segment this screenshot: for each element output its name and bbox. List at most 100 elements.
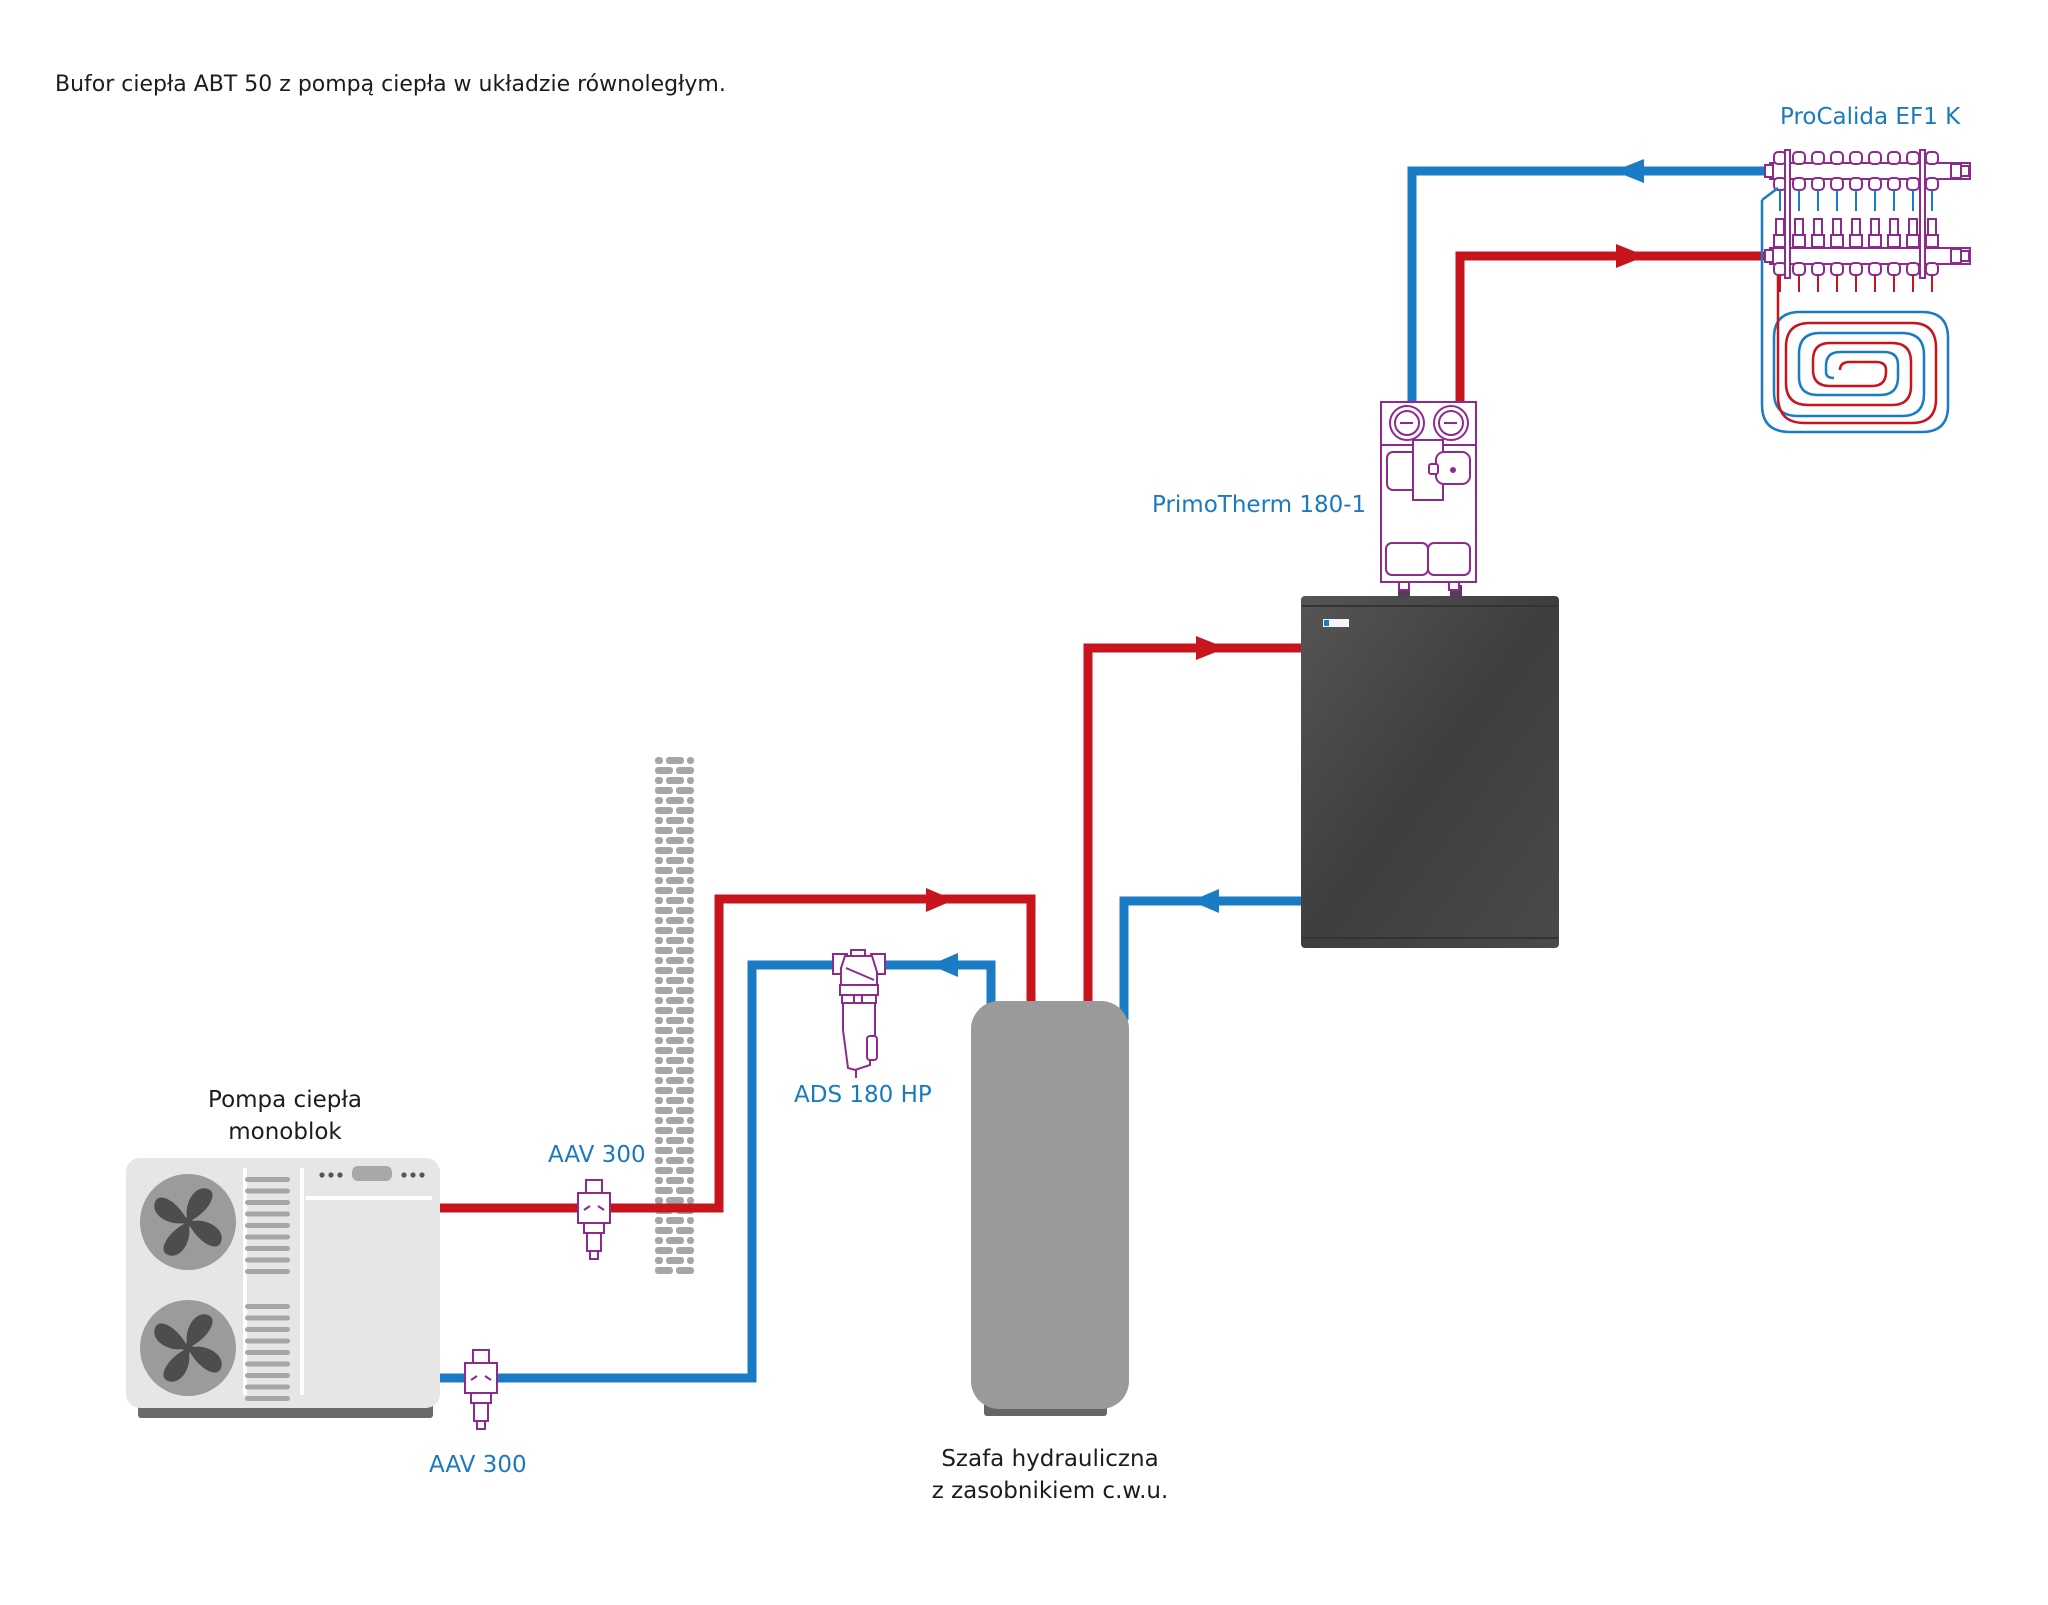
brick	[676, 1167, 694, 1174]
fan-blade	[163, 1222, 190, 1256]
pipe-manifold-supply-hot	[1455, 251, 1775, 405]
arrow-cold-left	[1614, 159, 1644, 183]
fan-blade	[188, 1346, 222, 1373]
brick	[687, 997, 694, 1004]
brick	[687, 1217, 694, 1224]
heat-pump-outdoor-unit-icon[interactable]	[126, 1158, 440, 1418]
manifold-valve-top	[1868, 151, 1882, 165]
vent-slat	[245, 1338, 290, 1344]
brick	[687, 957, 694, 964]
brick	[666, 1077, 684, 1084]
brick	[687, 777, 694, 784]
brick	[655, 997, 663, 1004]
brick	[676, 827, 694, 834]
brick	[655, 1007, 673, 1014]
vent-slat	[245, 1384, 290, 1390]
brick	[655, 1197, 663, 1204]
brick	[655, 1037, 663, 1044]
vent-slat	[245, 1350, 290, 1355]
flow-meter	[1851, 218, 1861, 236]
manifold-valve-bottom	[1792, 262, 1806, 276]
fan-blade	[154, 1197, 188, 1224]
valve-stem	[586, 1232, 602, 1252]
brick	[687, 1057, 694, 1064]
brick	[666, 1017, 684, 1024]
brick	[655, 857, 663, 864]
brick	[687, 797, 694, 804]
anti-freeze-valve-icon[interactable]	[577, 1179, 611, 1260]
brick	[676, 1267, 694, 1274]
brick	[655, 777, 663, 784]
arrow-hot-right	[1616, 244, 1646, 268]
brick	[655, 1097, 663, 1104]
brick	[655, 937, 663, 944]
hydraulic-cabinet-icon[interactable]	[971, 1001, 1129, 1416]
brick	[687, 1237, 694, 1244]
brick	[676, 1047, 694, 1054]
brick	[655, 1137, 663, 1144]
brick	[676, 1007, 694, 1014]
fan-hub	[183, 1217, 193, 1227]
brick	[687, 857, 694, 864]
manifold-valve-bottom	[1830, 262, 1844, 276]
brick	[655, 1167, 673, 1174]
brick	[687, 1177, 694, 1184]
brick	[676, 787, 694, 794]
brick	[655, 1067, 673, 1074]
flow-meter	[1908, 218, 1918, 236]
loop-connector	[1761, 187, 1779, 201]
manifold-valve-bottom	[1906, 262, 1920, 276]
valve-tip	[589, 1250, 599, 1260]
brick	[655, 847, 673, 854]
vent-slat	[245, 1361, 290, 1367]
bracket	[1919, 149, 1926, 279]
vent-slat	[245, 1246, 290, 1251]
fan-blade	[188, 1220, 222, 1247]
manifold-end-cap	[1960, 165, 1970, 177]
magnetic-dirt-separator-icon[interactable]	[832, 949, 886, 1078]
brick	[676, 1247, 694, 1254]
brick	[687, 1017, 694, 1024]
brick	[687, 1157, 694, 1164]
pump-group-icon[interactable]	[1380, 401, 1477, 591]
brick	[666, 1257, 684, 1264]
buffer-tank-icon[interactable]	[1301, 585, 1559, 948]
manifold-end-cap	[1960, 250, 1970, 262]
manifold-bar	[1769, 162, 1971, 180]
valve-cap	[585, 1179, 603, 1195]
flow-meter	[1813, 218, 1823, 236]
brick	[687, 817, 694, 824]
brick	[666, 817, 684, 824]
brick	[655, 1047, 673, 1054]
aav-return-label: AAV 300	[429, 1452, 527, 1478]
pipe-hp-supply-hot	[440, 894, 1036, 1213]
fan-blade	[186, 1314, 213, 1348]
anti-freeze-valve-icon[interactable]	[464, 1349, 498, 1430]
vent-slat	[245, 1211, 290, 1217]
cabinet-label-line1: Szafa hydrauliczna	[941, 1446, 1159, 1472]
flow-meter	[1927, 218, 1937, 236]
brick	[655, 1157, 663, 1164]
manifold-inlet	[1764, 249, 1774, 263]
brick	[687, 917, 694, 924]
brick	[655, 987, 673, 994]
underfloor-manifold-icon[interactable]	[1760, 149, 1971, 434]
manifold-end-valve	[1950, 163, 1962, 179]
manifold-valve-bottom	[1887, 262, 1901, 276]
vent-slat	[245, 1373, 290, 1378]
valve-body	[577, 1192, 611, 1224]
manifold-valve-bottom	[1830, 177, 1844, 191]
brick	[655, 897, 663, 904]
flow-meter	[1889, 218, 1899, 236]
brick	[655, 1257, 663, 1264]
brick	[655, 827, 673, 834]
brick	[676, 967, 694, 974]
flow-meter-base	[1830, 234, 1844, 248]
manifold-valve-bottom	[1925, 262, 1939, 276]
manifold-valve-bottom	[1811, 177, 1825, 191]
vent-slat	[245, 1223, 290, 1228]
manifold-inlet	[1764, 164, 1774, 178]
brick	[687, 1097, 694, 1104]
valve-mark	[583, 1205, 605, 1211]
